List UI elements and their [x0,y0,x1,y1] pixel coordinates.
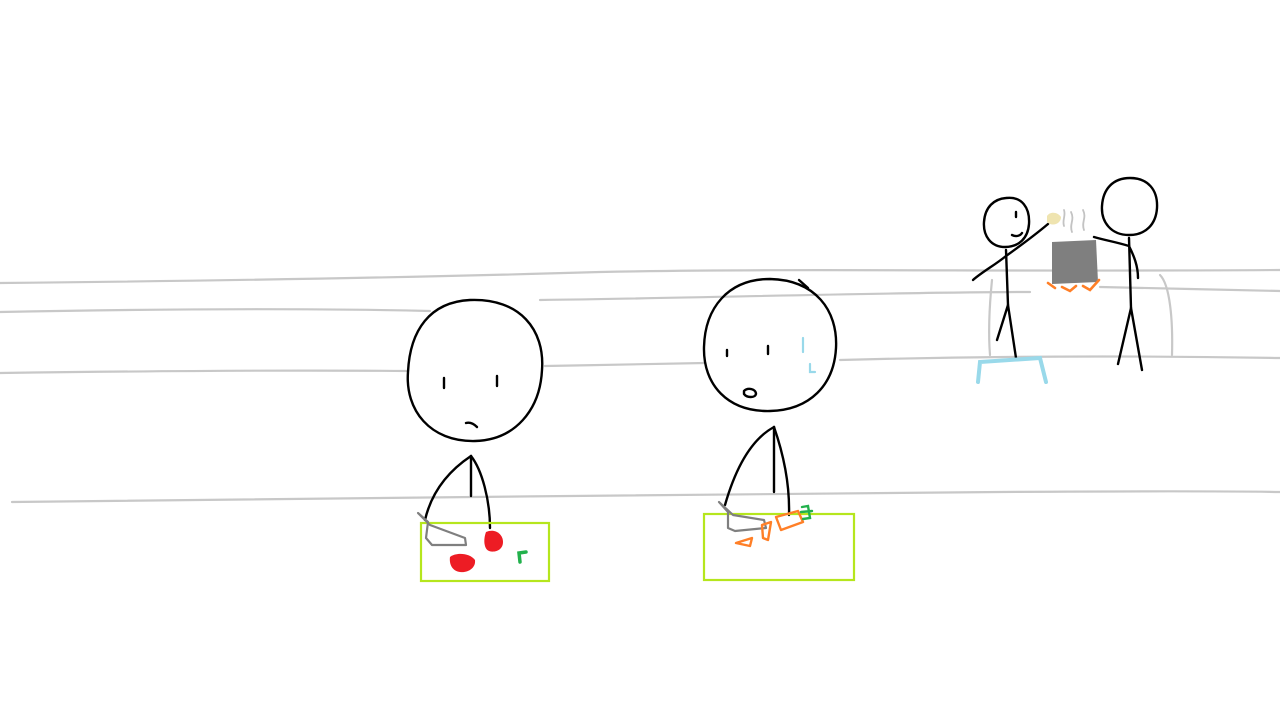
small-chef-body [1004,248,1010,307]
small-chef-legs [995,303,1018,360]
cook-center-carrot [702,277,856,582]
carrot-piece-icon [760,520,773,542]
steam-icon [1062,209,1086,233]
small-chef-arm-back [971,254,1008,282]
stove-side-left [988,278,994,357]
mouth [464,421,479,429]
tomato-slice-icon [449,553,476,573]
sweat-drop-icon [801,336,817,374]
counter-line-front [10,490,1280,504]
tomato-icon [484,530,503,552]
counter-lines [0,268,1280,504]
step-stool-icon [976,355,1048,384]
tall-chef-legs [1116,306,1144,372]
herb-icon [517,550,528,564]
counter-line-top [0,268,1280,285]
counter-line-third-right [838,355,1280,362]
counter-line-third-left [0,369,410,375]
head [702,277,838,413]
pot-icon [1052,240,1098,284]
tall-chef-head [1100,176,1159,237]
cook-left-tomato [406,298,551,583]
small-chef-arm-front [1004,222,1050,258]
chefs-at-stove [971,176,1159,384]
knife-icon [717,500,768,533]
tall-chef-arm-right [1127,244,1140,280]
arm-left [423,454,473,522]
counter-line-second [0,308,432,314]
small-chef-head [982,196,1031,249]
mouth-o [742,387,758,399]
cutting-board [419,521,551,583]
carrot-icon [774,509,805,532]
tall-chef-body [1127,236,1133,310]
small-chef-smile [1010,231,1024,238]
flame-icon [1046,278,1101,293]
head [406,298,544,443]
ingredient-icon [1047,212,1061,225]
arm-right [772,425,791,517]
arm-left [723,425,776,507]
cutting-board [702,512,856,582]
arm-right [469,454,492,530]
hair-tick [797,278,810,290]
counter-line-second-far-right [1098,285,1280,293]
counter-line-third-mid [543,361,707,368]
knife-icon [416,511,468,547]
counter-line-second-right [538,290,1032,302]
carrot-slice-icon [734,536,754,548]
stove-side-right [1158,273,1174,357]
carrot-top-icon [799,504,814,521]
tall-chef-arm-left [1092,235,1131,248]
